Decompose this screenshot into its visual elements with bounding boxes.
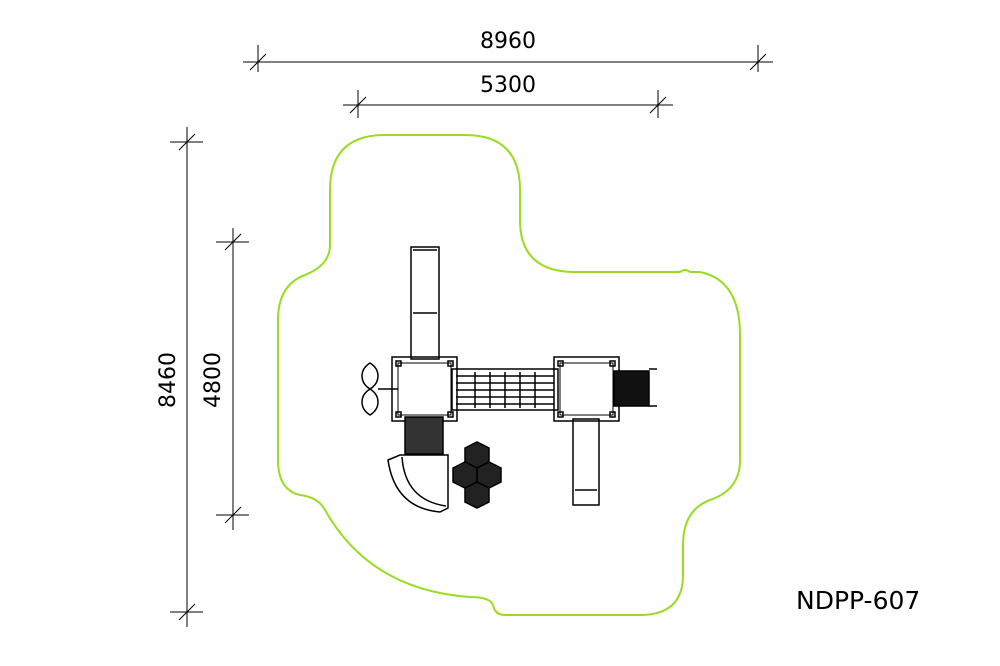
hex-climber (452, 441, 502, 509)
left-deck-platform (391, 356, 458, 422)
south-slide (572, 418, 600, 506)
dimension-label-structure-depth: 4800 (201, 352, 226, 408)
dimension-label-structure-width: 5300 (480, 73, 536, 98)
step-panel (404, 416, 444, 455)
dimension-label-overall-depth: 8460 (156, 352, 181, 408)
curved-slide (387, 454, 449, 513)
model-code-label: NDPP-607 (796, 586, 921, 615)
north-slide (410, 246, 440, 360)
climbing-panel (613, 370, 650, 407)
safety-zone-outline (277, 134, 741, 616)
dimension-label-overall-width: 8960 (480, 29, 536, 54)
right-deck-platform (553, 356, 620, 422)
dimension-overall-width (243, 45, 773, 72)
dimension-overall-depth (170, 127, 203, 627)
dimension-structure-depth (216, 228, 249, 530)
leaf-panel (361, 362, 398, 416)
bridge (451, 368, 559, 411)
dimension-structure-width (343, 90, 673, 118)
